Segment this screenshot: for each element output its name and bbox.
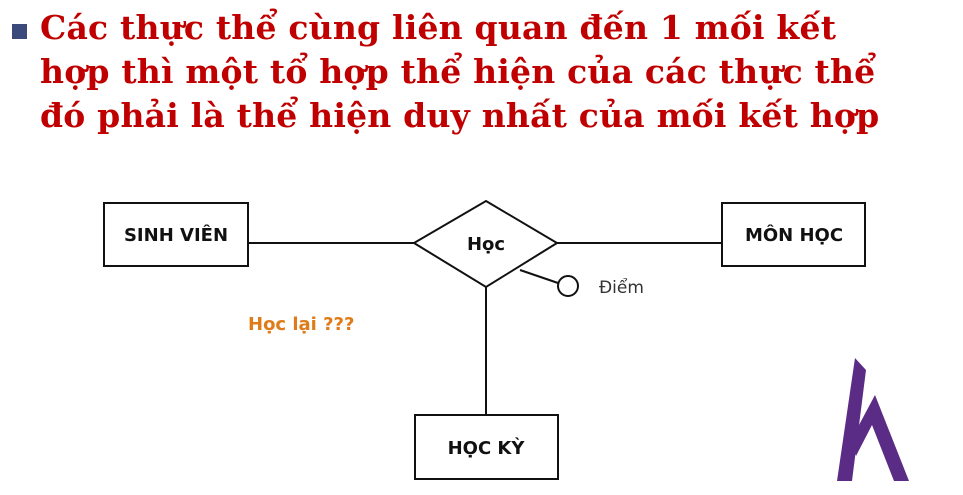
h-logo-icon <box>837 358 909 481</box>
heading-line-1: Các thực thể cùng liên quan đến 1 mối kế… <box>40 8 837 47</box>
entity-hoc-ky <box>414 414 559 480</box>
entity-sinh-vien <box>103 202 249 267</box>
relationship-hoc <box>412 199 559 289</box>
attribute-diem-circle <box>557 275 579 297</box>
entity-sinh-vien-label: SINH VIÊN <box>124 224 228 246</box>
bullet-square-icon <box>12 24 27 39</box>
slide-heading: Các thực thể cùng liên quan đến 1 mối kế… <box>40 6 960 138</box>
note-hoc-lai: Học lại ??? <box>248 314 354 335</box>
relationship-hoc-label: Học <box>467 234 505 255</box>
entity-hoc-ky-label: HỌC KỲ <box>448 437 526 459</box>
heading-line-2: hợp thì một tổ hợp thể hiện của các thực… <box>40 52 876 91</box>
heading-line-3: đó phải là thể hiện duy nhất của mối kết… <box>40 96 880 135</box>
attribute-diem-label: Điểm <box>599 277 644 298</box>
entity-mon-hoc <box>721 202 866 267</box>
entity-mon-hoc-label: MÔN HỌC <box>745 224 843 246</box>
line-hoc-diem <box>519 269 559 284</box>
